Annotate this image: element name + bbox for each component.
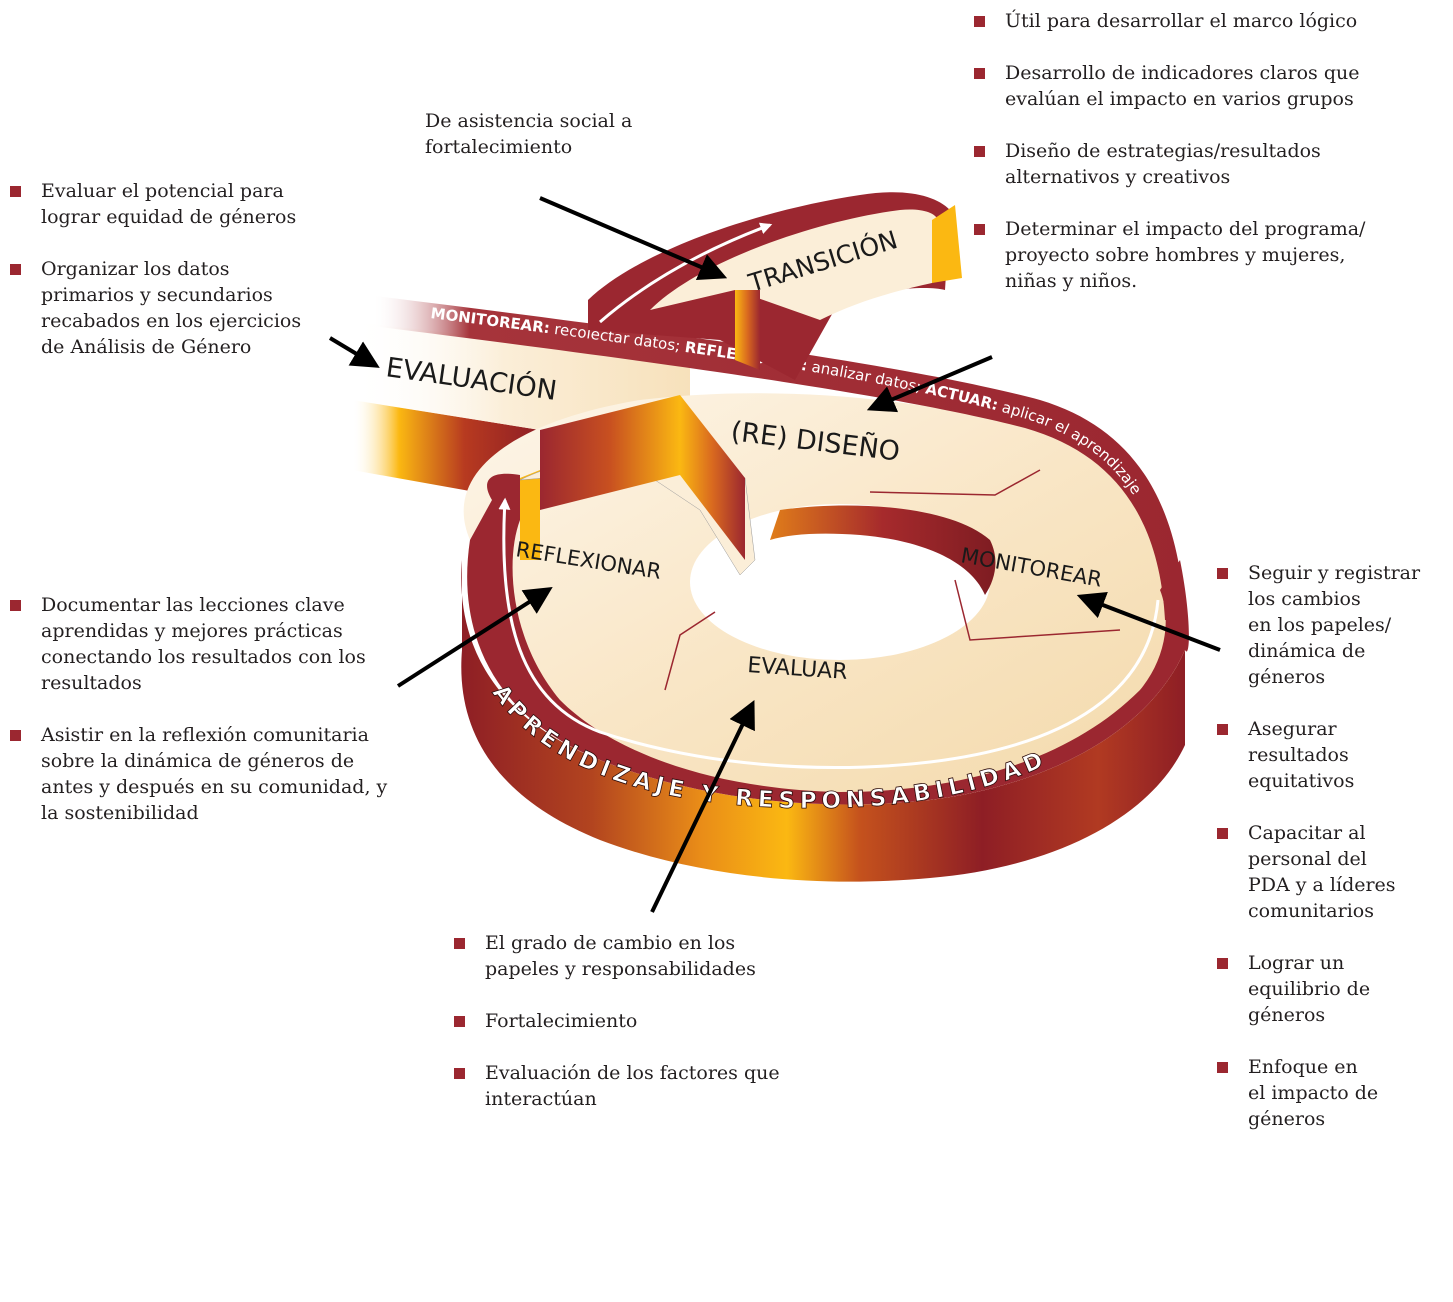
- top-right-bullet-list: Útil para desarrollar el marco lógico De…: [972, 8, 1442, 294]
- bullet-line: primarios y secundarios: [41, 284, 273, 306]
- bullet-line: Capacitar al: [1248, 822, 1366, 844]
- bullet-line: Evaluación de los factores que: [485, 1062, 780, 1084]
- bullet-line: equilibrio de: [1248, 978, 1371, 1000]
- ring-inner-wall: [770, 505, 996, 595]
- right-bullet-5: Enfoque en el impacto de géneros: [1215, 1054, 1451, 1132]
- transition-arch-wall: [932, 205, 962, 283]
- left-top-bullet-list: Evaluar el potencial para lograr equidad…: [8, 178, 358, 360]
- top-right-bullet-3: Diseño de estrategias/resultados alterna…: [972, 138, 1442, 190]
- transition-arch-post: [735, 290, 760, 370]
- transition-arrow-white: [599, 222, 773, 324]
- right-bullet-1: Seguir y registrar los cambios en los pa…: [1215, 560, 1451, 690]
- bullet-line: los cambios: [1248, 588, 1361, 610]
- ring-outer-wall: [461, 560, 1185, 882]
- bullet-line: Documentar las lecciones clave: [41, 594, 345, 616]
- arrow-to-evaluate: [650, 699, 755, 913]
- bullet-line: de Análisis de Género: [41, 336, 252, 358]
- arrow-to-monitor: [1076, 591, 1221, 652]
- divider-evaluate-left: [664, 611, 716, 691]
- top-right-bullet-4: Determinar el impacto del programa/ proy…: [972, 216, 1442, 294]
- bullet-line: Enfoque en: [1248, 1056, 1358, 1078]
- bottom-center-bullet-2: Fortalecimiento: [452, 1008, 832, 1034]
- bullet-line: Evaluar el potencial para: [41, 180, 284, 202]
- bullet-line: evalúan el impacto en varios grupos: [1005, 88, 1354, 110]
- right-bullet-3: Capacitar al personal del PDA y a lídere…: [1215, 820, 1451, 924]
- bullet-line: conectando los resultados con los: [41, 646, 366, 668]
- arrow-to-reflect: [396, 586, 553, 688]
- bullet-line: en los papeles/: [1248, 614, 1392, 636]
- left-top-bullet-1: Evaluar el potencial para lograr equidad…: [8, 178, 358, 230]
- bullet-line: géneros: [1248, 666, 1326, 688]
- transition-note: De asistencia social a fortalecimiento: [425, 108, 632, 160]
- arrow-to-redesign: [866, 355, 993, 413]
- bullet-line: proyecto sobre hombres y mujeres,: [1005, 244, 1346, 266]
- bullet-line: la sostenibilidad: [41, 802, 199, 824]
- transition-note-line-1: De asistencia social a: [425, 110, 633, 132]
- bullet-line: comunitarios: [1248, 900, 1374, 922]
- bottom-center-bullet-3: Evaluación de los factores que interactú…: [452, 1060, 832, 1112]
- bullet-line: Determinar el impacto del programa/: [1005, 218, 1366, 240]
- bullet-line: papeles y responsabilidades: [485, 958, 756, 980]
- right-bullet-4: Lograr un equilibrio de géneros: [1215, 950, 1451, 1028]
- right-bullet-list: Seguir y registrar los cambios en los pa…: [1215, 560, 1451, 1132]
- divider-monitor-bottom: [954, 579, 1121, 641]
- bullet-line: equitativos: [1248, 770, 1355, 792]
- divider-monitor-top: [869, 469, 1041, 496]
- bullet-line: PDA y a líderes: [1248, 874, 1396, 896]
- bullet-line: antes y después en su comunidad, y: [41, 776, 388, 798]
- bullet-line: alternativos y creativos: [1005, 166, 1231, 188]
- right-bullet-2: Asegurar resultados equitativos: [1215, 716, 1451, 794]
- bullet-line: Fortalecimiento: [485, 1010, 638, 1032]
- bullet-line: Diseño de estrategias/resultados: [1005, 140, 1321, 162]
- top-right-bullet-1: Útil para desarrollar el marco lógico: [972, 8, 1442, 34]
- spiral-ramp-wall: [680, 395, 745, 560]
- bullet-line: Seguir y registrar: [1248, 562, 1421, 584]
- bullet-line: recabados en los ejercicios: [41, 310, 302, 332]
- bottom-center-bullet-1: El grado de cambio en los papeles y resp…: [452, 930, 832, 982]
- bullet-line: El grado de cambio en los: [485, 932, 736, 954]
- bullet-line: el impacto de: [1248, 1082, 1379, 1104]
- bullet-line: aprendidas y mejores prácticas: [41, 620, 343, 642]
- bullet-line: dinámica de: [1248, 640, 1366, 662]
- left-bottom-bullet-1: Documentar las lecciones clave aprendida…: [8, 592, 428, 696]
- arrow-to-transition: [539, 196, 728, 281]
- bullet-line: géneros: [1248, 1004, 1326, 1026]
- bullet-line: resultados: [1248, 744, 1349, 766]
- spiral-ramp-wall-2: [540, 395, 680, 510]
- evaluation-strip-top: [352, 322, 690, 430]
- top-right-bullet-2: Desarrollo de indicadores claros que eva…: [972, 60, 1442, 112]
- transition-arch-top: [650, 209, 938, 320]
- left-bottom-bullet-2: Asistir en la reflexión comunitaria sobr…: [8, 722, 428, 826]
- bullet-line: Útil para desarrollar el marco lógico: [1005, 10, 1358, 32]
- bullet-line: niñas y niños.: [1005, 270, 1138, 292]
- bullet-line: Lograr un: [1248, 952, 1345, 974]
- ring-white-arrow: [498, 497, 1160, 769]
- bullet-line: Asegurar: [1248, 718, 1337, 740]
- bottom-center-bullet-list: El grado de cambio en los papeles y resp…: [452, 930, 832, 1112]
- bullet-line: interactúan: [485, 1088, 597, 1110]
- bullet-line: Desarrollo de indicadores claros que: [1005, 62, 1360, 84]
- spiral-start-wall: [520, 470, 540, 560]
- bullet-line: Organizar los datos: [41, 258, 230, 280]
- arrow-to-evaluation: [328, 336, 380, 368]
- bullet-line: géneros: [1248, 1108, 1326, 1130]
- bullet-line: sobre la dinámica de géneros de: [41, 750, 355, 772]
- bullet-line: lograr equidad de géneros: [41, 206, 297, 228]
- bullet-line: resultados: [41, 672, 142, 694]
- bullet-line: Asistir en la reflexión comunitaria: [41, 724, 369, 746]
- transition-note-line-2: fortalecimiento: [425, 136, 573, 158]
- left-top-bullet-2: Organizar los datos primarios y secundar…: [8, 256, 358, 360]
- left-bottom-bullet-list: Documentar las lecciones clave aprendida…: [8, 592, 428, 826]
- bullet-line: personal del: [1248, 848, 1367, 870]
